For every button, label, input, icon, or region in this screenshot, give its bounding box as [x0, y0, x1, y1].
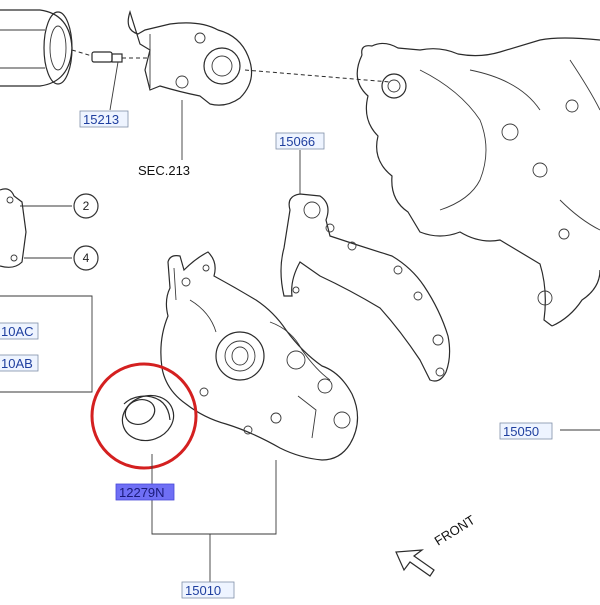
callout-4[interactable]: 4 — [73, 245, 99, 271]
part-number-15066-text: 15066 — [279, 134, 315, 149]
front-cover-drawing — [160, 251, 359, 461]
oil-seal-drawing — [121, 394, 175, 442]
part-number-10ab-text: 10AB — [1, 356, 33, 371]
outline-arrow-icon — [395, 549, 435, 577]
oil-filter-drawing — [0, 9, 73, 87]
cylinder-block-drawing — [356, 37, 600, 327]
front-direction-indicator: FRONT — [395, 512, 478, 577]
callout-4-text: 4 — [83, 251, 90, 265]
leader-lines — [0, 61, 600, 582]
part-number-15010-text: 15010 — [185, 583, 221, 598]
front-direction-label: FRONT — [432, 512, 478, 548]
part-number-15050-text: 15050 — [503, 424, 539, 439]
part-number-15010[interactable]: 15010 — [181, 581, 235, 599]
part-number-12279n-selected[interactable]: 12279N — [115, 483, 175, 501]
section-reference-label[interactable]: SEC.213 — [138, 163, 190, 178]
callout-2[interactable]: 2 — [73, 193, 99, 219]
part-number-10ac-text: 10AC — [1, 324, 34, 339]
bracket-fragment-drawing — [0, 188, 27, 268]
connector-bolt-drawing — [71, 49, 150, 63]
part-number-15213[interactable]: 15213 — [79, 110, 129, 128]
part-number-15213-text: 15213 — [83, 112, 119, 127]
gasket-drawing — [280, 193, 451, 382]
callout-2-text: 2 — [83, 199, 90, 213]
part-number-15050[interactable]: 15050 — [499, 422, 553, 440]
part-number-15066[interactable]: 15066 — [275, 132, 325, 150]
part-number-12279n-text: 12279N — [119, 485, 165, 500]
part-number-10ab[interactable]: 10AB — [0, 354, 39, 372]
part-number-10ac[interactable]: 10AC — [0, 322, 39, 340]
highlight-circle — [90, 362, 198, 470]
filter-bracket-drawing — [127, 10, 391, 106]
